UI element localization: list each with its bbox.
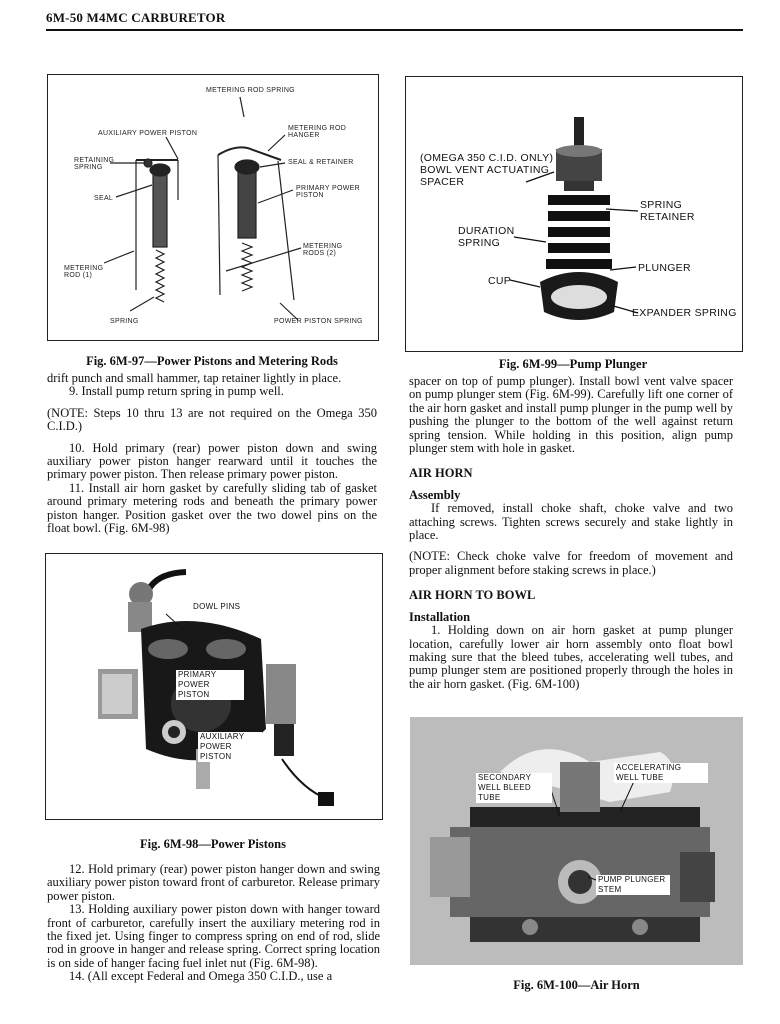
note: (NOTE: Steps 10 thru 13 are not required…: [47, 405, 377, 434]
label-metering-rod-1: METERING ROD (1): [64, 265, 104, 279]
label-expander-spring: EXPANDER SPRING: [632, 307, 737, 319]
label-pump-plunger-stem: PUMP PLUNGER STEM: [596, 875, 670, 895]
paragraph: spacer on top of pump plunger). Install …: [409, 374, 733, 456]
power-pistons-drawing: [103, 96, 302, 321]
label-bowl-vent-spacer: (OMEGA 350 C.I.D. ONLY) BOWL VENT ACTUAT…: [420, 152, 554, 188]
label-spring-retainer: SPRING RETAINER: [640, 199, 695, 223]
label-retaining-spring: RETAINING SPRING: [74, 157, 115, 171]
label-secondary-well-bleed-tube: SECONDARY WELL BLEED TUBE: [476, 773, 552, 803]
figure-6m-99: (OMEGA 350 C.I.D. ONLY) BOWL VENT ACTUAT…: [405, 76, 743, 352]
label-auxiliary-power-piston: AUXILIARY POWER PISTON: [198, 732, 262, 762]
fig-6m-100-caption: Fig. 6M-100—Air Horn: [513, 978, 640, 992]
paragraph: 12. Hold primary (rear) power piston han…: [47, 862, 380, 903]
header-rule: [46, 29, 743, 31]
label-dowl-pins: DOWL PINS: [191, 602, 243, 612]
left-column-text-2: 12. Hold primary (rear) power piston han…: [47, 862, 380, 984]
paragraph: 10. Hold primary (rear) power piston dow…: [47, 440, 377, 482]
paragraph: 11. Install air horn gasket by carefully…: [47, 480, 377, 536]
label-seal-retainer: SEAL & RETAINER: [288, 159, 354, 166]
paragraph: 1. Holding down on air horn gasket at pu…: [409, 623, 733, 691]
label-plunger: PLUNGER: [638, 262, 691, 274]
page-header: 6M-50 M4MC CARBURETOR: [46, 10, 226, 25]
left-column-text-1: drift punch and small hammer, tap retain…: [47, 371, 377, 543]
label-primary-power-piston: PRIMARY POWER PISTON: [296, 185, 360, 199]
paragraph: If removed, install choke shaft, choke v…: [409, 501, 733, 543]
subsection-heading: Assembly: [409, 487, 461, 502]
note: (NOTE: Check choke valve for freedom of …: [409, 549, 733, 577]
subsection-heading: Installation: [409, 609, 471, 624]
section-heading: AIR HORN TO BOWL: [409, 588, 536, 603]
pump-plunger-photo: [509, 117, 639, 320]
label-metering-rod-spring: METERING ROD SPRING: [206, 87, 295, 94]
label-metering-rods-2: METERING RODS (2): [303, 243, 343, 257]
label-aux-power-piston: AUXILIARY POWER PISTON: [98, 130, 198, 137]
paragraph: 14. (All except Federal and Omega 350 C.…: [69, 969, 333, 984]
paragraph: 13. Holding auxiliary power piston down …: [47, 902, 380, 970]
label-accelerating-well-tube: ACCELERATING WELL TUBE: [614, 763, 708, 783]
label-duration-spring: DURATION SPRING: [458, 225, 515, 249]
right-column-text: spacer on top of pump plunger). Install …: [409, 374, 733, 699]
fig-6m-97-caption: Fig. 6M-97—Power Pistons and Metering Ro…: [86, 354, 338, 368]
label-spring: SPRING: [110, 318, 139, 325]
label-primary-power-piston: PRIMARY POWER PISTON: [176, 670, 244, 700]
section-heading: AIR HORN: [409, 466, 473, 481]
paragraph: 9. Install pump return spring in pump we…: [69, 384, 284, 399]
figure-6m-98: DOWL PINS PRIMARY POWER PISTON AUXILIARY…: [45, 553, 383, 820]
label-power-piston-spring: POWER PISTON SPRING: [274, 318, 363, 325]
label-cup: CUP: [488, 275, 512, 287]
fig-6m-99-caption: Fig. 6M-99—Pump Plunger: [498, 357, 648, 371]
label-metering-rod-hanger: METERING ROD HANGER: [288, 125, 347, 139]
air-horn-photo: [430, 749, 715, 942]
fig-6m-98-caption: Fig. 6M-98—Power Pistons: [140, 837, 286, 851]
label-seal: SEAL: [94, 195, 114, 202]
paragraph: drift punch and small hammer, tap retain…: [47, 371, 342, 385]
figure-6m-97: METERING ROD SPRING AUXILIARY POWER PIST…: [47, 74, 379, 341]
figure-6m-100: SECONDARY WELL BLEED TUBE ACCELERATING W…: [410, 717, 743, 965]
